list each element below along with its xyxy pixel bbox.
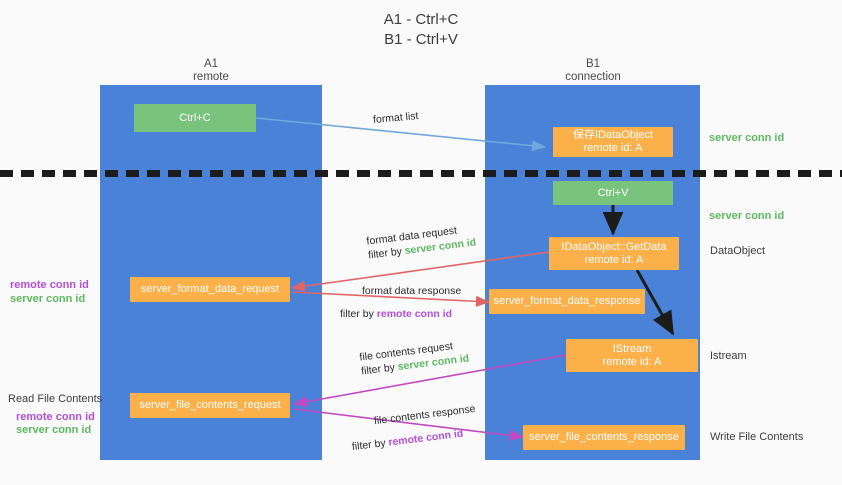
edge-label-format-list-text: format list [372,110,419,126]
lane-header-b1-sub: connection [565,71,621,83]
edge-label-format-data-response: format data response filter by remote co… [340,284,462,321]
filter-prefix: filter by [351,436,390,454]
filter-value-remote-conn-id: remote conn id [376,308,453,320]
node-idataobject-getdata[interactable]: IDataObject::GetData remote id: A [549,237,679,270]
node-server-file-contents-request[interactable]: server_file_contents_request [130,393,290,418]
annotation-dataobject-text: DataObject [710,245,766,257]
node-istream-title: IStream [612,342,652,355]
edge-label-format-list: format list [372,109,419,127]
filter-prefix: filter by [340,308,377,320]
node-ctrl-v-label: Ctrl+V [597,186,629,199]
node-server-format-data-response-label: server_format_data_response [493,295,641,307]
page-title: A1 - Ctrl+C B1 - Ctrl+V [0,10,842,50]
lane-header-b1: B1 connection [533,58,653,84]
annotation-server-conn-id-top: server conn id [709,132,784,146]
annotation-read-file-contents-text: Read File Contents [8,393,103,405]
annotation-remote-conn-id-2: remote conn id [16,410,95,423]
title-line-1: A1 - Ctrl+C [383,11,459,28]
filter-value-remote-conn-id: remote conn id [387,427,464,449]
node-istream[interactable]: IStream remote id: A [566,339,698,372]
node-ctrl-v[interactable]: Ctrl+V [553,181,673,205]
node-server-file-contents-response-label: server_file_contents_response [529,431,679,443]
annotation-server-conn-id-2: server conn id [16,424,92,436]
edge-label-file-contents-response-title: file contents response [373,402,477,428]
lane-header-b1-name: B1 [585,58,601,70]
lane-header-a1-name: A1 [203,58,219,70]
node-server-file-contents-response[interactable]: server_file_contents_response [523,425,685,450]
filter-prefix: filter by [360,361,399,378]
annotation-istream-text: Istream [710,350,747,362]
annotation-server-conn-id-mid: server conn id [709,210,784,224]
node-getdata-remote-id: remote id: A [584,253,644,266]
annotation-write-file-contents-text: Write File Contents [710,431,804,443]
node-save-idataobject-remote-id: remote id: A [583,142,643,154]
filter-prefix: filter by [367,245,406,262]
annotation-dataobject: DataObject [710,245,765,259]
edge-label-file-contents-response-filter: filter by remote conn id [351,425,479,454]
title-line-2: B1 - Ctrl+V [384,31,458,48]
node-server-format-data-response[interactable]: server_format_data_response [489,289,645,314]
node-server-file-contents-request-label: server_file_contents_request [139,399,281,411]
edge-label-format-data-response-title: format data response [362,285,462,297]
annotation-left-conn-ids-format: remote conn id server conn id [10,279,89,306]
node-server-format-data-request[interactable]: server_format_data_request [130,277,290,302]
node-ctrl-c-label: Ctrl+C [179,111,211,124]
lane-header-a1-sub: remote [193,71,229,83]
node-save-idataobject-title: 保存IDataObject [572,129,654,141]
edge-label-file-contents-request: file contents request filter by server c… [359,337,470,378]
annotation-server-conn-id-mid-text: server conn id [709,210,785,222]
node-istream-remote-id: remote id: A [602,355,662,368]
node-getdata-title: IDataObject::GetData [561,240,667,253]
node-server-format-data-request-label: server_format_data_request [140,283,280,295]
node-save-idataobject[interactable]: 保存IDataObject remote id: A [553,127,673,157]
annotation-write-file-contents: Write File Contents [710,431,803,445]
edge-label-file-contents-response: file contents response filter by remote … [351,402,479,453]
annotation-server-conn-id-top-text: server conn id [709,132,785,144]
edge-label-format-data-request: format data request filter by server con… [366,221,477,262]
annotation-remote-conn-id-1: remote conn id [10,279,89,291]
annotation-istream: Istream [710,350,747,364]
lane-header-a1: A1 remote [151,58,271,84]
annotation-server-conn-id-1: server conn id [10,292,86,305]
edge-label-format-data-response-filter: filter by remote conn id [340,307,461,321]
annotation-left-read-file-contents: Read File Contents remote conn id server… [8,393,102,438]
phase-divider [0,170,842,177]
node-ctrl-c[interactable]: Ctrl+C [134,104,256,132]
